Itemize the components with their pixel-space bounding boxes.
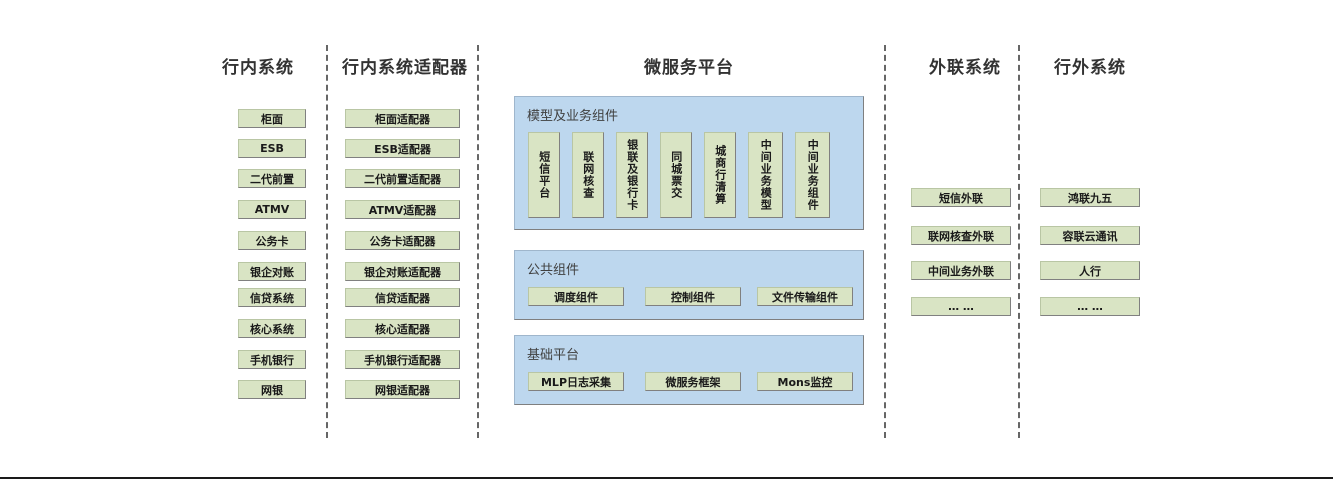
node-internal-system[interactable]: ATMV bbox=[238, 200, 306, 219]
node-base-platform-component[interactable]: 微服务框架 bbox=[645, 372, 741, 391]
panel-title-base-platform: 基础平台 bbox=[527, 348, 580, 363]
node-internal-system[interactable]: 信贷系统 bbox=[238, 288, 306, 307]
node-model-component[interactable]: 短信平台 bbox=[528, 132, 560, 218]
node-internal-system-adapter[interactable]: ESB适配器 bbox=[345, 139, 460, 158]
node-label: 城商行清算 bbox=[713, 145, 727, 205]
node-internal-system-adapter[interactable]: 公务卡适配器 bbox=[345, 231, 460, 250]
node-internal-system[interactable]: 银企对账 bbox=[238, 262, 306, 281]
node-internal-system-adapter[interactable]: ATMV适配器 bbox=[345, 200, 460, 219]
node-internal-system[interactable]: 柜面 bbox=[238, 109, 306, 128]
panel-title-public-components: 公共组件 bbox=[527, 263, 580, 278]
node-label: 联网核查 bbox=[581, 151, 595, 199]
node-internal-system[interactable]: 手机银行 bbox=[238, 350, 306, 369]
node-model-component[interactable]: 同城票交 bbox=[660, 132, 692, 218]
panel-title-model-business-components: 模型及业务组件 bbox=[527, 109, 619, 124]
node-label: 同城票交 bbox=[669, 151, 683, 199]
node-model-component[interactable]: 城商行清算 bbox=[704, 132, 736, 218]
bottom-divider bbox=[0, 477, 1333, 479]
node-label: 银联及银行卡 bbox=[625, 139, 639, 211]
node-internal-system[interactable]: 二代前置 bbox=[238, 169, 306, 188]
panel-public-components: 公共组件 bbox=[514, 250, 864, 320]
node-model-component[interactable]: 中间业务模型 bbox=[748, 132, 783, 218]
node-label: 中间业务组件 bbox=[806, 139, 820, 211]
node-public-component[interactable]: 控制组件 bbox=[645, 287, 741, 306]
node-base-platform-component[interactable]: Mons监控 bbox=[757, 372, 853, 391]
node-outside-bank-system[interactable]: … … bbox=[1040, 297, 1140, 316]
node-internal-system-adapter[interactable]: 柜面适配器 bbox=[345, 109, 460, 128]
node-label: 短信平台 bbox=[537, 151, 551, 199]
node-outside-bank-system[interactable]: 容联云通讯 bbox=[1040, 226, 1140, 245]
column-title-internal-system-adapters: 行内系统适配器 bbox=[342, 58, 468, 78]
node-label: 中间业务模型 bbox=[759, 139, 773, 211]
node-external-liaison-system[interactable]: … … bbox=[911, 297, 1011, 316]
node-internal-system[interactable]: ESB bbox=[238, 139, 306, 158]
node-internal-system-adapter[interactable]: 信贷适配器 bbox=[345, 288, 460, 307]
node-internal-system-adapter[interactable]: 手机银行适配器 bbox=[345, 350, 460, 369]
node-model-component[interactable]: 联网核查 bbox=[572, 132, 604, 218]
node-external-liaison-system[interactable]: 短信外联 bbox=[911, 188, 1011, 207]
node-internal-system-adapter[interactable]: 二代前置适配器 bbox=[345, 169, 460, 188]
node-model-component[interactable]: 银联及银行卡 bbox=[616, 132, 648, 218]
divider-2 bbox=[477, 45, 479, 438]
divider-4 bbox=[1018, 45, 1020, 438]
node-external-liaison-system[interactable]: 联网核查外联 bbox=[911, 226, 1011, 245]
node-internal-system-adapter[interactable]: 银企对账适配器 bbox=[345, 262, 460, 281]
node-public-component[interactable]: 调度组件 bbox=[528, 287, 624, 306]
node-base-platform-component[interactable]: MLP日志采集 bbox=[528, 372, 624, 391]
node-model-component[interactable]: 中间业务组件 bbox=[795, 132, 830, 218]
column-title-internal-systems: 行内系统 bbox=[222, 58, 294, 78]
node-outside-bank-system[interactable]: 人行 bbox=[1040, 261, 1140, 280]
node-internal-system[interactable]: 公务卡 bbox=[238, 231, 306, 250]
node-external-liaison-system[interactable]: 中间业务外联 bbox=[911, 261, 1011, 280]
node-internal-system[interactable]: 核心系统 bbox=[238, 319, 306, 338]
panel-base-platform: 基础平台 bbox=[514, 335, 864, 405]
node-internal-system[interactable]: 网银 bbox=[238, 380, 306, 399]
column-title-outside-bank-systems: 行外系统 bbox=[1054, 58, 1126, 78]
divider-1 bbox=[326, 45, 328, 438]
column-title-external-liaison-systems: 外联系统 bbox=[929, 58, 1001, 78]
divider-3 bbox=[884, 45, 886, 438]
column-title-microservice-platform: 微服务平台 bbox=[644, 58, 734, 78]
node-public-component[interactable]: 文件传输组件 bbox=[757, 287, 853, 306]
node-outside-bank-system[interactable]: 鸿联九五 bbox=[1040, 188, 1140, 207]
node-internal-system-adapter[interactable]: 网银适配器 bbox=[345, 380, 460, 399]
node-internal-system-adapter[interactable]: 核心适配器 bbox=[345, 319, 460, 338]
